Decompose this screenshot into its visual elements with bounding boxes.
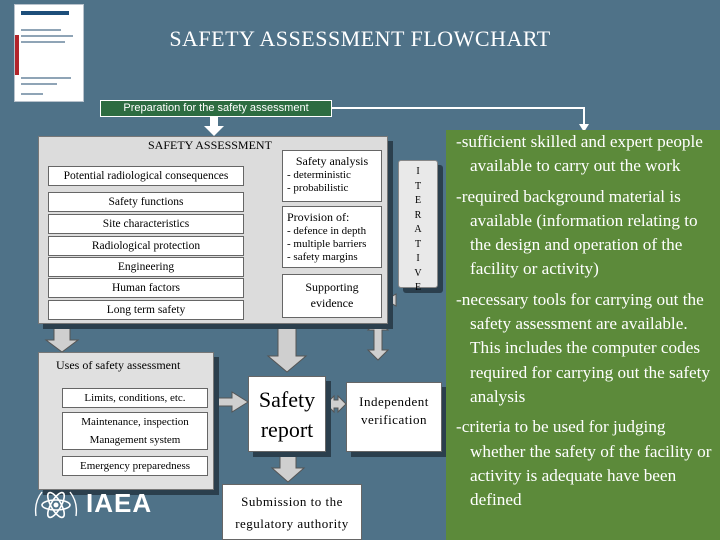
uses-item-emergency: Emergency preparedness: [62, 456, 208, 476]
iterative-letter: V: [399, 267, 437, 282]
safety-analysis-box: Safety analysis - deterministic - probab…: [282, 150, 382, 202]
requirement-item: -criteria to be used for judging whether…: [456, 415, 720, 512]
iterative-letter: R: [399, 209, 437, 224]
requirement-item: -necessary tools for carrying out the sa…: [456, 288, 720, 409]
iterative-letter: T: [399, 180, 437, 195]
item-human-factors: Human factors: [48, 278, 244, 298]
safety-analysis-line: - deterministic: [287, 169, 377, 182]
safety-report-box: Safety report: [248, 376, 326, 452]
uses-item-maintenance: Maintenance, inspection: [63, 413, 207, 431]
safety-assessment-title: SAFETY ASSESSMENT: [148, 138, 272, 153]
item-engineering: Engineering: [48, 257, 244, 277]
provision-line: - safety margins: [287, 251, 377, 264]
uses-item-management-system: Management system: [63, 431, 207, 449]
iterative-letter: I: [399, 165, 437, 180]
requirement-item: -required background material is availab…: [456, 185, 720, 282]
uses-title: Uses of safety assessment: [56, 358, 180, 373]
item-long-term-safety: Long term safety: [48, 300, 244, 320]
iterative-box: I T E R A T I V E: [398, 160, 438, 288]
independent-verification-box: Independent verification: [346, 382, 442, 452]
provision-line: - defence in depth: [287, 225, 377, 238]
provision-heading: Provision of:: [287, 209, 377, 225]
iaea-logo-text: IAEA: [86, 488, 152, 519]
supporting-evidence-box: Supporting evidence: [282, 274, 382, 318]
item-potential-radiological-consequences: Potential radiological consequences: [48, 166, 244, 186]
uses-item-maintenance-management: Maintenance, inspection Management syste…: [62, 412, 208, 450]
requirements-panel: -sufficient skilled and expert people av…: [446, 130, 720, 540]
uses-item-limits: Limits, conditions, etc.: [62, 388, 208, 408]
safety-analysis-heading: Safety analysis: [287, 153, 377, 169]
provision-line: - multiple barriers: [287, 238, 377, 251]
item-safety-functions: Safety functions: [48, 192, 244, 212]
iaea-logo-icon: [30, 482, 82, 528]
submission-box: Submission to the regulatory authority: [222, 484, 362, 540]
requirement-item: -sufficient skilled and expert people av…: [456, 130, 720, 179]
iterative-letter: T: [399, 238, 437, 253]
provision-box: Provision of: - defence in depth - multi…: [282, 206, 382, 268]
item-site-characteristics: Site characteristics: [48, 214, 244, 234]
item-radiological-protection: Radiological protection: [48, 236, 244, 256]
iterative-letter: E: [399, 194, 437, 209]
iterative-letter: A: [399, 223, 437, 238]
iterative-letter: E: [399, 281, 437, 296]
iterative-letter: I: [399, 252, 437, 267]
safety-analysis-line: - probabilistic: [287, 182, 377, 195]
preparation-box: Preparation for the safety assessment: [100, 100, 332, 117]
